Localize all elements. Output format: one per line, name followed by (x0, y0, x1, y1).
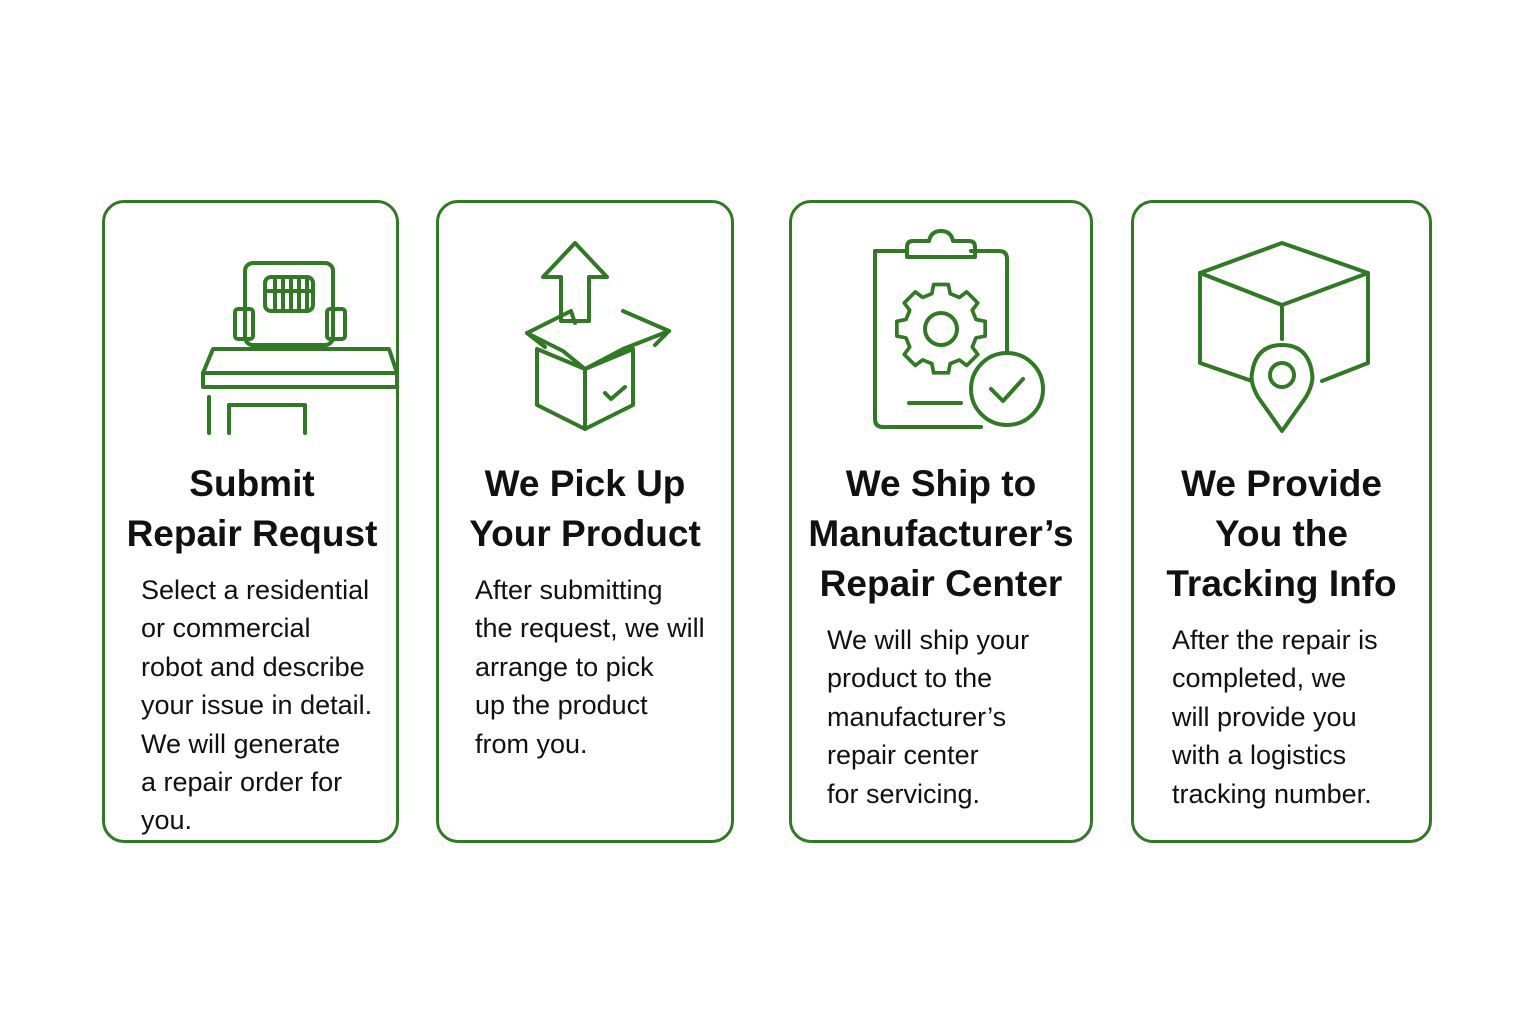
step-card-tracking-info: We Provide You the Tracking Info After t… (1131, 200, 1432, 843)
step-card-pick-up: We Pick Up Your Product After submitting… (436, 200, 734, 843)
clipboard-gear-check-icon (792, 229, 1090, 443)
step-description: After submitting the request, we will ar… (475, 575, 705, 759)
step-card-ship-to-manufacturer: We Ship to Manufacturer’s Repair Center … (789, 200, 1093, 843)
step-title: Submit Repair Requst (126, 463, 378, 554)
step-title: We Ship to Manufacturer’s Repair Center (808, 463, 1074, 604)
step-title: We Pick Up Your Product (469, 463, 701, 554)
step-description: We will ship your product to the manufac… (827, 625, 1030, 809)
robot-on-table-icon (105, 233, 399, 443)
box-arrow-up-icon (439, 233, 731, 443)
step-description: Select a residential or commercial robot… (141, 575, 373, 836)
step-card-submit-request: Submit Repair Requst Select a residentia… (102, 200, 399, 843)
cube-location-pin-icon (1134, 233, 1429, 443)
step-title: We Provide You the Tracking Info (1166, 463, 1397, 604)
step-description: After the repair is completed, we will p… (1172, 625, 1378, 809)
